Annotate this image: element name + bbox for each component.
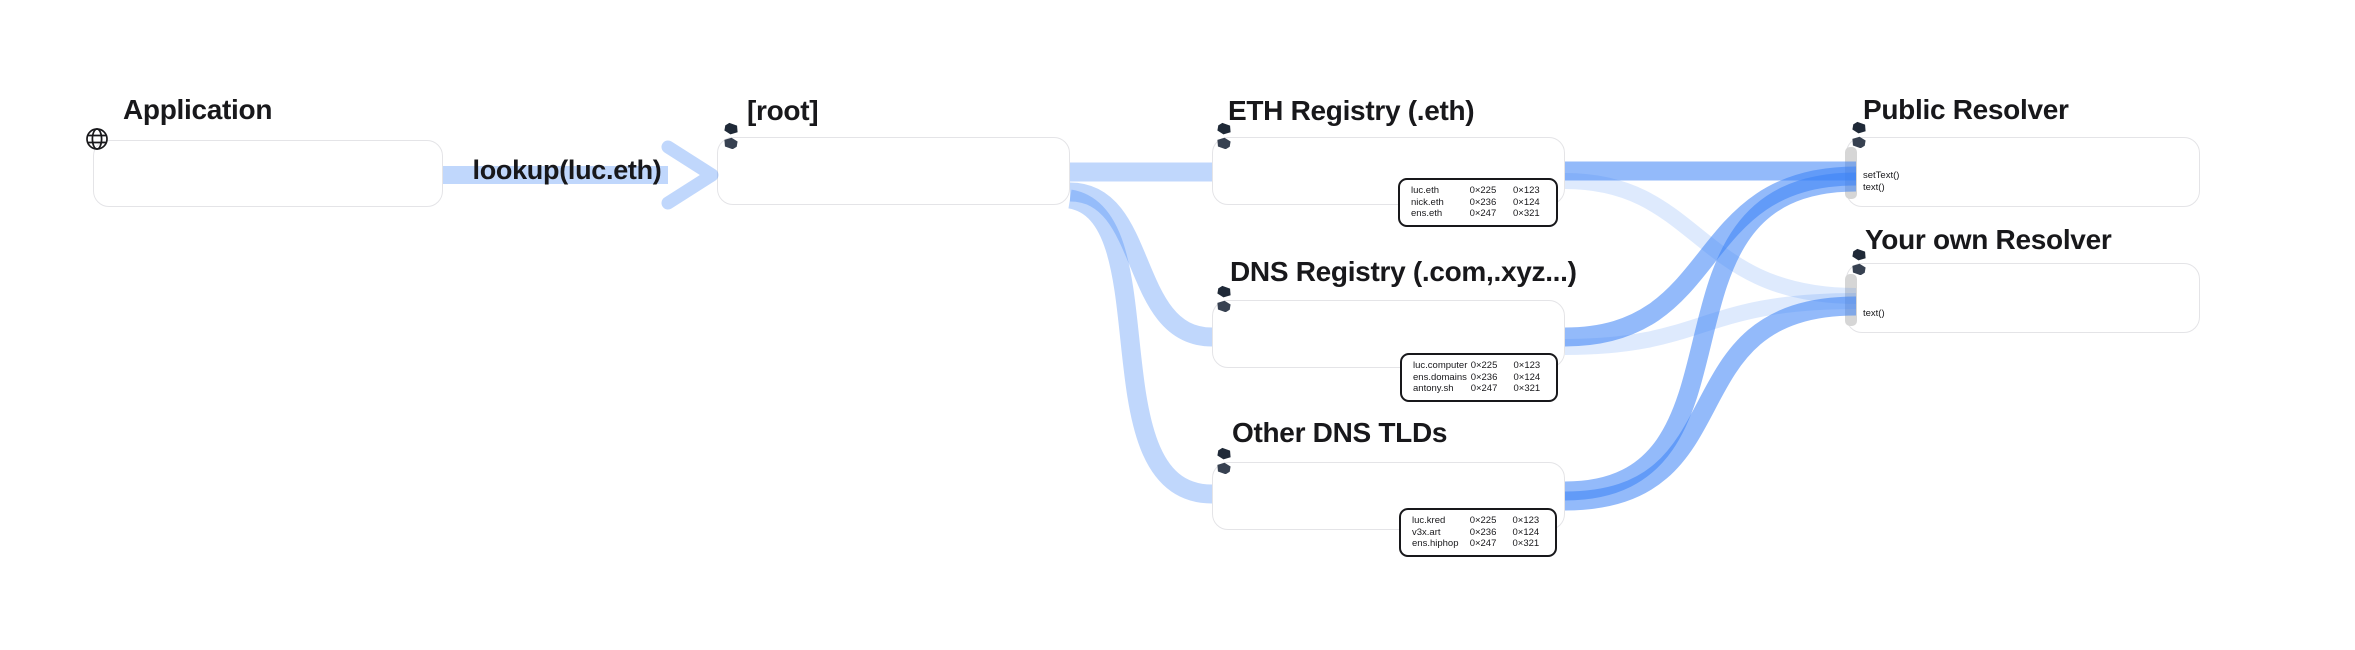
own-resolver-methods: text() [1863, 308, 1885, 320]
table-row: ens.eth 0×247 0×321 [1411, 208, 1540, 219]
lookup-edge-label: lookup(luc.eth) [472, 155, 662, 185]
public-resolver-port [1845, 147, 1857, 199]
sync-icon [1852, 121, 1866, 148]
table-row: luc.eth 0×225 0×123 [1411, 185, 1540, 196]
edge-dns-registry-to-own-resolver [1564, 293, 1857, 355]
eth-registry-records-table: luc.eth 0×225 0×123 nick.eth 0×236 0×124… [1398, 178, 1558, 227]
dns-registry-title: DNS Registry (.com,.xyz...) [1230, 256, 1577, 287]
node-box-application [93, 140, 443, 207]
method-label: text() [1863, 308, 1885, 319]
own-resolver-title: Your own Resolver [1865, 224, 2112, 255]
edge-dns-registry-to-public-resolver [1564, 166, 1857, 347]
sync-icon [1217, 285, 1231, 312]
public-resolver-methods: setText() text() [1863, 170, 1899, 194]
edge-other-dns-tlds-to-own-resolver [1564, 296, 1857, 511]
dns-registry-records-table: luc.computer 0×225 0×123 ens.domains 0×2… [1400, 353, 1558, 402]
table-row: ens.hiphop 0×247 0×321 [1412, 538, 1540, 549]
table-row: v3x.art 0×236 0×124 [1412, 526, 1540, 538]
node-box-eth-registry [1212, 137, 1565, 205]
sync-icon [1852, 248, 1866, 275]
table-row: luc.kred 0×225 0×123 [1412, 515, 1540, 526]
public-resolver-title: Public Resolver [1863, 94, 2069, 125]
edge-eth-registry-to-own-resolver [1564, 173, 1857, 304]
eth-registry-title: ETH Registry (.eth) [1228, 95, 1475, 126]
node-box-public-resolver [1846, 137, 2200, 207]
method-label: setText() [1863, 170, 1900, 181]
sync-icon [724, 122, 738, 149]
other-dns-tlds-records-table: luc.kred 0×225 0×123 v3x.art 0×236 0×124… [1399, 508, 1557, 557]
sync-icon [1217, 447, 1231, 474]
other-dns-tlds-title: Other DNS TLDs [1232, 417, 1448, 448]
edge-root-to-other-dns-tlds [1067, 189, 1213, 504]
globe-icon [86, 128, 108, 150]
method-label: text() [1863, 182, 1885, 193]
node-box-own-resolver [1846, 263, 2200, 333]
table-row: luc.computer 0×225 0×123 [1413, 360, 1541, 371]
sync-icon [1217, 122, 1231, 149]
table-row: nick.eth 0×236 0×124 [1411, 196, 1540, 208]
own-resolver-port [1845, 274, 1857, 326]
edge-other-dns-tlds-to-public-resolver [1564, 172, 1857, 501]
edge-root-to-dns-registry [1069, 182, 1213, 347]
root-title: [root] [747, 95, 819, 126]
application-title: Application [123, 94, 273, 125]
node-box-root [717, 137, 1070, 205]
table-row: antony.sh 0×247 0×321 [1413, 383, 1541, 394]
table-row: ens.domains 0×236 0×124 [1413, 371, 1541, 383]
